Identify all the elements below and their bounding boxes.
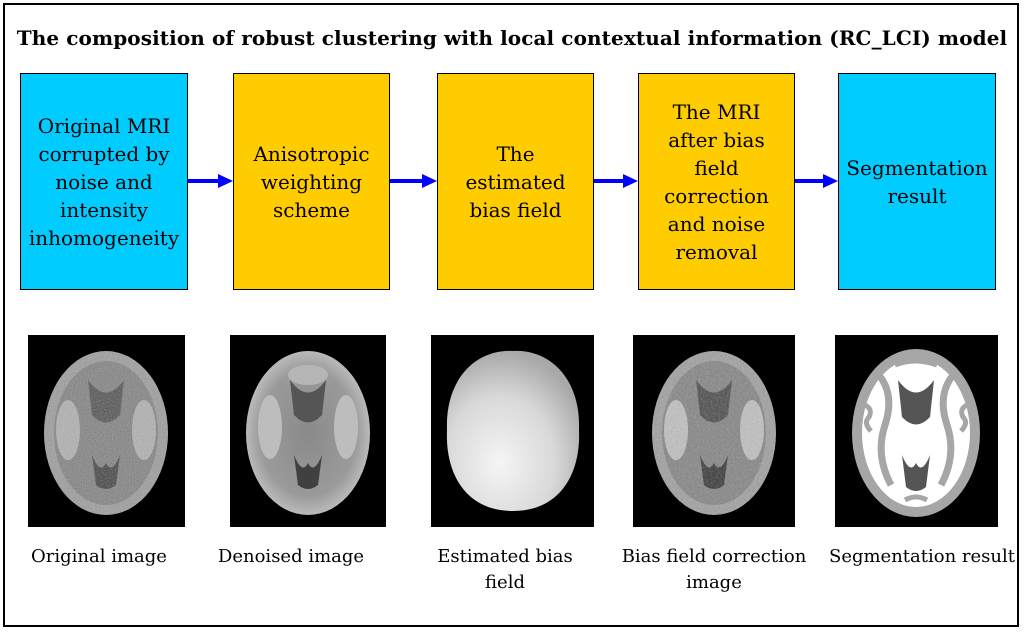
original-image bbox=[28, 335, 185, 527]
segmentation-result-image bbox=[835, 335, 998, 527]
caption-denoised-image: Denoised image bbox=[217, 546, 365, 567]
figure-frame bbox=[3, 3, 1019, 627]
box-segmentation-result: Segmentation result bbox=[838, 73, 996, 290]
caption-original-image: Original image bbox=[31, 546, 167, 567]
box-mri-after-correction: The MRI after bias field correction and … bbox=[638, 73, 795, 290]
box-anisotropic-weighting: Anisotropic weighting scheme bbox=[233, 73, 390, 290]
denoised-image bbox=[230, 335, 386, 527]
arrow-3 bbox=[594, 174, 638, 188]
box-estimated-bias-field: The estimated bias field bbox=[437, 73, 594, 290]
figure-title: The composition of robust clustering wit… bbox=[16, 26, 1008, 50]
box-original-mri: Original MRI corrupted by noise and inte… bbox=[20, 73, 188, 290]
arrow-2 bbox=[390, 174, 437, 188]
arrow-4 bbox=[795, 174, 838, 188]
estimated-bias-field-image bbox=[431, 335, 594, 527]
arrow-1 bbox=[188, 174, 233, 188]
caption-estimated-bias-field: Estimated bias field bbox=[437, 546, 573, 593]
caption-bias-field-correction: Bias field correction image bbox=[621, 546, 807, 593]
bias-field-correction-image bbox=[633, 335, 795, 527]
caption-segmentation-result: Segmentation result bbox=[828, 546, 1015, 567]
